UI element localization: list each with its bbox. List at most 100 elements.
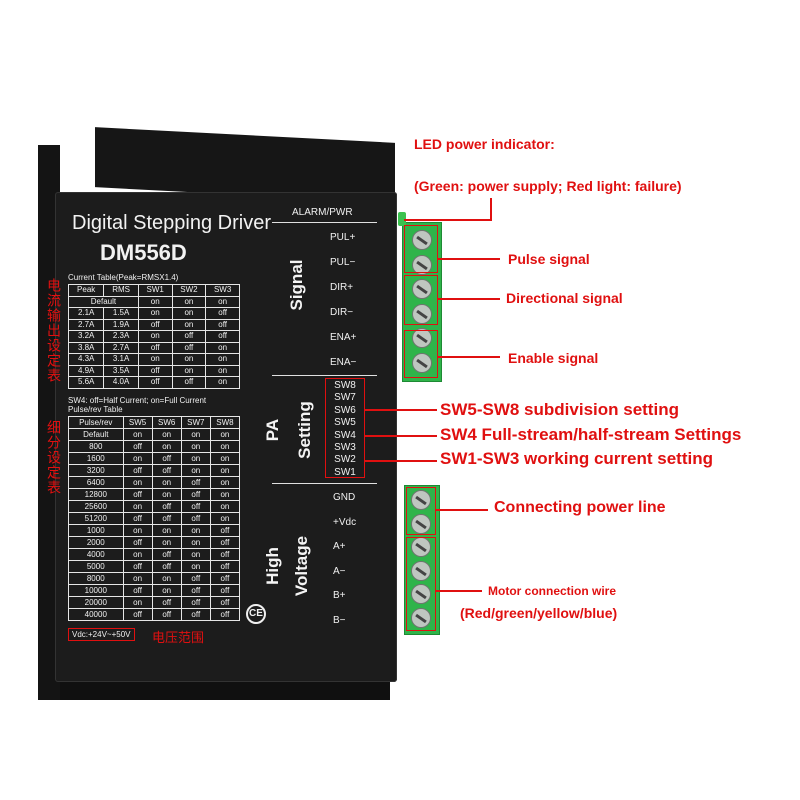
signal-terminal-label: DIR+ — [330, 282, 354, 293]
table-cell: on — [151, 572, 182, 585]
cn-voltage-range-label: 电压范围 — [152, 630, 205, 645]
power-terminal-label: B+ — [333, 590, 346, 601]
led-indicator — [398, 212, 406, 226]
table-cell: off — [180, 512, 211, 525]
table-cell: SW8 — [209, 416, 241, 429]
motor-colors-annotation: (Red/green/yellow/blue) — [460, 605, 618, 621]
divider — [272, 483, 377, 484]
table-cell: on — [137, 353, 173, 366]
table-cell: 10000 — [68, 584, 124, 597]
pulse-terminals-box — [404, 225, 438, 273]
table-cell: off — [151, 560, 182, 573]
table-cell: off — [171, 376, 207, 389]
table-cell: 40000 — [68, 608, 124, 621]
led-annotation-title: LED power indicator: — [414, 136, 555, 152]
dip-switch-label: SW4 — [334, 429, 356, 441]
table-cell: on — [122, 452, 153, 465]
table-cell: 4.0A — [103, 376, 139, 389]
table-cell: off — [122, 560, 153, 573]
table-cell: on — [151, 524, 182, 537]
table-cell: SW1 — [137, 284, 173, 297]
table-cell: 1000 — [68, 524, 124, 537]
table-cell: off — [205, 307, 240, 320]
table-cell: SW6 — [151, 416, 182, 429]
high-section-label: High — [263, 547, 282, 585]
table-cell: on — [209, 464, 241, 477]
table-cell: off — [180, 488, 211, 501]
current-table-title: Current Table(Peak=RMSX1.4) — [68, 273, 179, 282]
alarm-pwr-label: ALARM/PWR — [292, 207, 353, 218]
vdc-range-label: Vdc:+24V~+50V — [68, 628, 135, 641]
table-cell: on — [171, 307, 207, 320]
dir-terminals-box — [404, 275, 438, 325]
cn-subdivision-label: 细分设定表 — [46, 420, 62, 495]
table-cell: 1.9A — [103, 318, 139, 331]
table-cell: on — [122, 476, 153, 489]
table-cell: 1.5A — [103, 307, 139, 320]
led-annotation-detail: (Green: power supply; Red light: failure… — [414, 178, 682, 194]
table-cell: on — [205, 341, 240, 354]
dip-switch-label: SW8 — [334, 380, 356, 391]
table-cell: off — [151, 464, 182, 477]
sw4-note: SW4: off=Half Current; on=Full Current — [68, 396, 207, 405]
table-cell: on — [171, 364, 207, 377]
table-cell: on — [209, 500, 241, 513]
led-pointer — [490, 198, 492, 220]
power-terminal-label: GND — [333, 492, 356, 503]
ena-terminals-box — [404, 330, 438, 378]
table-cell: 2.7A — [67, 318, 105, 331]
terminal-screw-icon — [412, 254, 432, 275]
table-cell: on — [122, 428, 153, 441]
divider — [272, 222, 377, 223]
table-cell: off — [180, 500, 211, 513]
table-cell: on — [171, 318, 207, 331]
table-cell: off — [151, 596, 182, 609]
table-cell: off — [122, 440, 153, 453]
table-cell: Default — [68, 428, 124, 441]
enable-pointer — [438, 356, 500, 358]
table-cell: on — [122, 548, 153, 561]
table-cell: off — [180, 476, 211, 489]
table-cell: SW2 — [171, 284, 207, 297]
terminal-screw-icon — [411, 490, 431, 510]
table-cell: on — [122, 596, 153, 609]
table-cell: 2000 — [68, 536, 124, 549]
signal-terminal-label: ENA− — [330, 357, 357, 368]
table-cell: 2.3A — [103, 330, 139, 343]
table-cell: 12800 — [68, 488, 124, 501]
signal-section-label: Signal — [287, 259, 306, 311]
table-cell: 6400 — [68, 476, 124, 489]
table-cell: on — [180, 464, 211, 477]
table-cell: off — [137, 341, 173, 354]
table-cell: off — [171, 341, 207, 354]
table-cell: off — [171, 330, 207, 343]
table-cell: 2.7A — [103, 341, 139, 354]
table-cell: 4.3A — [67, 353, 105, 366]
table-cell: on — [122, 572, 153, 585]
table-cell: off — [122, 584, 153, 597]
dip-switch-label: SW7 — [334, 392, 356, 404]
table-cell: off — [122, 488, 153, 501]
table-cell: off — [205, 330, 240, 343]
table-cell: on — [180, 536, 211, 549]
terminal-screw-icon — [412, 303, 432, 324]
table-cell: on — [209, 428, 241, 441]
table-cell: on — [180, 524, 211, 537]
table-cell: on — [205, 353, 240, 366]
ce-mark: CE — [246, 604, 266, 624]
setting-section-label: Setting — [295, 401, 314, 459]
motor-pointer — [436, 590, 482, 592]
table-cell: on — [205, 376, 240, 389]
pulse-table-title: Pulse/rev Table — [68, 405, 123, 414]
